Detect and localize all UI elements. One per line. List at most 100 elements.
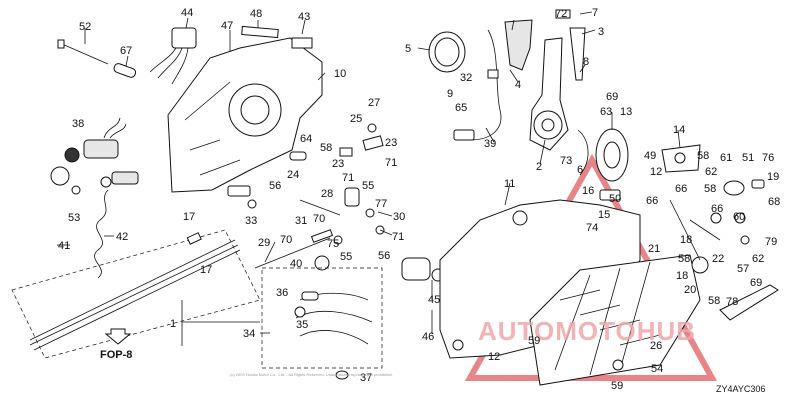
- callout-54: 54: [651, 363, 663, 375]
- callout-7: 7: [592, 7, 598, 19]
- callout-65: 65: [455, 102, 467, 114]
- callout-79: 79: [765, 236, 777, 248]
- connector-44: [149, 27, 197, 85]
- callout-17-top: 17: [183, 211, 195, 223]
- callout-55-top: 55: [362, 180, 374, 192]
- callout-75: 75: [327, 238, 339, 250]
- callout-9: 9: [447, 88, 453, 100]
- callout-78: 78: [726, 296, 738, 308]
- callout-25: 25: [350, 113, 362, 125]
- callout-31: 31: [295, 215, 307, 227]
- callout-71-low: 71: [392, 231, 404, 243]
- harness-39: [453, 29, 502, 141]
- callout-41: 41: [58, 240, 70, 252]
- callout-77: 77: [375, 198, 387, 210]
- callout-71-mid: 71: [342, 172, 354, 184]
- callout-32: 32: [460, 72, 472, 84]
- callout-37: 37: [360, 372, 372, 384]
- callout-11: 11: [504, 178, 515, 190]
- callout-66-top: 66: [675, 183, 687, 195]
- callout-59-bottom: 59: [611, 380, 623, 392]
- callout-49: 49: [644, 150, 656, 162]
- gear-13: [577, 128, 629, 182]
- callout-29: 29: [258, 237, 270, 249]
- callout-38: 38: [72, 118, 84, 130]
- callout-10: 10: [334, 68, 346, 80]
- callout-17-low: 17: [200, 264, 212, 276]
- callout-2: 2: [536, 161, 542, 173]
- callout-26: 26: [650, 340, 662, 352]
- callout-45: 45: [428, 294, 440, 306]
- callout-61: 61: [720, 152, 732, 164]
- callout-27: 27: [368, 97, 380, 109]
- callout-70-left: 70: [280, 234, 292, 246]
- callout-63: 63: [600, 106, 612, 118]
- copyright-line: (c) 2003 Honda Motor Co., Ltd. - All Rig…: [230, 372, 393, 377]
- callout-69-top: 69: [606, 91, 618, 103]
- callout-58-right: 58: [697, 150, 709, 162]
- callout-67: 67: [120, 45, 132, 57]
- callout-35: 35: [296, 319, 308, 331]
- callout-53: 53: [68, 212, 80, 224]
- control-cable-assembly: [11, 171, 334, 359]
- callout-23-right: 23: [385, 137, 397, 149]
- callout-55-low: 55: [340, 251, 352, 263]
- callout-74: 74: [586, 222, 598, 234]
- callout-69-low: 69: [750, 277, 762, 289]
- callout-5: 5: [405, 43, 411, 55]
- callout-43: 43: [298, 11, 310, 23]
- callout-23-center: 23: [332, 158, 344, 170]
- callout-22: 22: [712, 253, 724, 265]
- callout-73: 73: [560, 155, 572, 167]
- callout-39: 39: [484, 138, 496, 150]
- callout-13: 13: [620, 106, 632, 118]
- cover-plate-26: [529, 254, 701, 386]
- ring-5: [428, 31, 466, 73]
- callout-58-center: 58: [320, 142, 332, 154]
- callout-52: 52: [79, 21, 91, 33]
- callout-12: 12: [650, 166, 662, 178]
- sleeve-67: [113, 63, 137, 78]
- callout-19: 19: [767, 171, 779, 183]
- callout-58-mid: 58: [704, 183, 716, 195]
- callout-18-low: 18: [676, 270, 688, 282]
- callout-56-right: 56: [378, 250, 390, 262]
- callout-64: 64: [300, 133, 312, 145]
- callout-12-low: 12: [488, 351, 500, 363]
- fop-reference-label: FOP-8: [100, 349, 132, 361]
- right-small-parts: [599, 179, 779, 371]
- handle-4: [504, 19, 533, 71]
- callout-4: 4: [515, 79, 521, 91]
- diagram-code: ZY4AYC306: [716, 384, 765, 394]
- wire-harness-34: [261, 267, 383, 380]
- callout-62-top: 62: [705, 166, 717, 178]
- callout-18: 18: [680, 234, 692, 246]
- callout-76: 76: [762, 152, 774, 164]
- callout-58-low: 58: [678, 253, 690, 265]
- bolt-52: [57, 39, 109, 65]
- callout-50: 50: [609, 193, 621, 205]
- bracket-14: [661, 144, 701, 173]
- callout-labels: 52 67 44 47 48 43 10 27 25 64 23 58 23 7…: [58, 7, 780, 392]
- callout-66-low: 66: [711, 203, 723, 215]
- callout-3: 3: [598, 26, 604, 38]
- callout-28: 28: [321, 188, 333, 200]
- callout-30: 30: [393, 211, 405, 223]
- fop-reference: FOP-8: [100, 328, 132, 361]
- callout-24: 24: [287, 169, 299, 181]
- callout-15: 15: [598, 209, 610, 221]
- arm-3: [555, 9, 586, 81]
- callout-58-bottom: 58: [708, 295, 720, 307]
- watermark-text: AUTOMOTOHUB: [478, 316, 696, 346]
- callout-47: 47: [221, 20, 233, 32]
- callout-42: 42: [116, 231, 128, 243]
- callout-62-low: 62: [752, 253, 764, 265]
- callout-34: 34: [243, 328, 255, 340]
- callout-66-mid: 66: [646, 195, 658, 207]
- callout-14: 14: [673, 124, 685, 136]
- callout-46: 46: [422, 331, 434, 343]
- callout-16: 16: [582, 185, 594, 197]
- callout-70-right: 70: [313, 213, 325, 225]
- callout-60: 60: [733, 211, 745, 223]
